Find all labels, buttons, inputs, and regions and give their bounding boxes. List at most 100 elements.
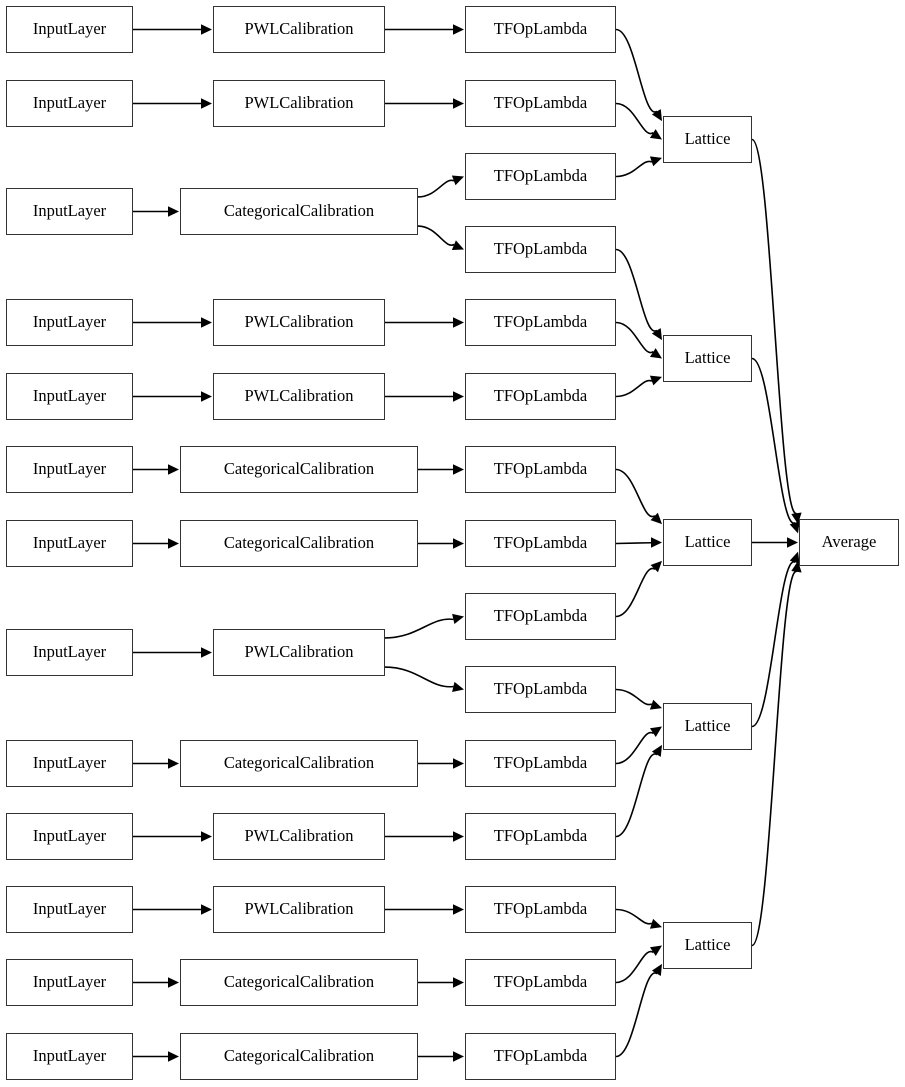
arrowhead-op6-to-lat2 xyxy=(649,375,662,386)
arrowhead-lat3-to-avg xyxy=(787,537,798,548)
node-op6: TFOpLambda xyxy=(465,373,616,420)
node-in2: InputLayer xyxy=(6,80,133,127)
arrowhead-cal13-to-op15 xyxy=(453,1051,464,1062)
arrowhead-cal7-to-op8 xyxy=(453,538,464,549)
arrowhead-in3-to-cal3 xyxy=(168,206,179,217)
arrowhead-cal9-to-op11 xyxy=(453,758,464,769)
arrowhead-in6-to-cal6 xyxy=(168,464,179,475)
node-in3: InputLayer xyxy=(6,188,133,235)
arrowhead-cal8-to-op9 xyxy=(452,613,464,624)
edge-lat2-to-avg xyxy=(751,357,796,524)
arrowhead-cal1-to-op1 xyxy=(453,24,464,35)
node-in11: InputLayer xyxy=(6,886,133,933)
arrowhead-op9-to-lat3 xyxy=(650,560,662,573)
edge-lat1-to-avg xyxy=(751,138,798,515)
node-cal4: PWLCalibration xyxy=(213,299,385,346)
node-op11: TFOpLambda xyxy=(465,740,616,787)
arrowhead-op12-to-lat4 xyxy=(651,744,662,757)
arrowhead-op4-to-lat2 xyxy=(651,328,662,341)
arrowhead-cal5-to-op6 xyxy=(453,391,464,402)
node-op2: TFOpLambda xyxy=(465,80,616,127)
arrowhead-in5-to-cal5 xyxy=(201,391,212,402)
edge-cal3-to-op4 xyxy=(417,225,455,246)
arrowhead-op15-to-lat5 xyxy=(651,963,662,976)
node-lat4: Lattice xyxy=(663,703,752,750)
arrowhead-in10-to-cal10 xyxy=(201,831,212,842)
node-cal12: CategoricalCalibration xyxy=(180,959,418,1006)
arrowhead-cal8-to-op10 xyxy=(452,681,464,693)
node-cal2: PWLCalibration xyxy=(213,80,385,127)
arrowhead-in4-to-cal4 xyxy=(201,317,212,328)
node-op15: TFOpLambda xyxy=(465,1033,616,1080)
node-op3: TFOpLambda xyxy=(465,153,616,200)
arrowhead-in11-to-cal11 xyxy=(201,904,212,915)
node-op4: TFOpLambda xyxy=(465,226,616,273)
arrowhead-cal2-to-op2 xyxy=(453,98,464,109)
node-cal8: PWLCalibration xyxy=(213,629,385,676)
node-op8: TFOpLambda xyxy=(465,520,616,567)
edge-cal3-to-op3 xyxy=(417,179,455,198)
node-op10: TFOpLambda xyxy=(465,666,616,713)
arrowhead-cal12-to-op14 xyxy=(453,977,464,988)
node-in5: InputLayer xyxy=(6,373,133,420)
edge-op9-to-lat3 xyxy=(615,567,656,618)
node-op14: TFOpLambda xyxy=(465,959,616,1006)
arrowhead-op10-to-lat4 xyxy=(649,699,662,710)
edge-cal8-to-op9 xyxy=(384,618,454,639)
arrowhead-op5-to-lat2 xyxy=(649,348,662,359)
node-cal3: CategoricalCalibration xyxy=(180,188,418,235)
edge-op13-to-lat5 xyxy=(615,908,653,925)
edge-op4-to-lat2 xyxy=(615,248,658,332)
node-lat1: Lattice xyxy=(663,116,752,163)
node-op7: TFOpLambda xyxy=(465,446,616,493)
node-in1: InputLayer xyxy=(6,6,133,53)
node-op12: TFOpLambda xyxy=(465,813,616,860)
node-op1: TFOpLambda xyxy=(465,6,616,53)
arrowhead-in7-to-cal7 xyxy=(168,538,179,549)
node-op13: TFOpLambda xyxy=(465,886,616,933)
node-cal5: PWLCalibration xyxy=(213,373,385,420)
edge-op6-to-lat2 xyxy=(615,379,653,398)
edge-op8-to-lat3 xyxy=(615,541,652,545)
node-in10: InputLayer xyxy=(6,813,133,860)
node-lat5: Lattice xyxy=(663,922,752,969)
node-in4: InputLayer xyxy=(6,299,133,346)
node-in6: InputLayer xyxy=(6,446,133,493)
edge-op3-to-lat1 xyxy=(615,160,653,178)
node-cal7: CategoricalCalibration xyxy=(180,520,418,567)
edge-lat4-to-avg xyxy=(751,561,796,728)
arrowhead-op11-to-lat4 xyxy=(649,726,662,737)
node-op9: TFOpLambda xyxy=(465,593,616,640)
arrowhead-cal3-to-op3 xyxy=(451,175,464,186)
edge-op11-to-lat4 xyxy=(615,731,654,765)
node-lat3: Lattice xyxy=(663,519,752,566)
node-in12: InputLayer xyxy=(6,959,133,1006)
arrowhead-cal11-to-op13 xyxy=(453,904,464,915)
node-cal9: CategoricalCalibration xyxy=(180,740,418,787)
node-in9: InputLayer xyxy=(6,740,133,787)
node-cal1: PWLCalibration xyxy=(213,6,385,53)
arrowhead-in9-to-cal9 xyxy=(168,758,179,769)
edge-op2-to-lat1 xyxy=(615,102,654,135)
arrowhead-cal10-to-op12 xyxy=(453,831,464,842)
arrowhead-in13-to-cal13 xyxy=(168,1051,179,1062)
node-in7: InputLayer xyxy=(6,520,133,567)
node-in13: InputLayer xyxy=(6,1033,133,1080)
arrowhead-op1-to-lat1 xyxy=(651,109,662,122)
arrowhead-cal3-to-op4 xyxy=(451,240,464,250)
arrowhead-in1-to-cal1 xyxy=(201,24,212,35)
edge-op12-to-lat4 xyxy=(615,753,658,838)
arrowhead-op7-to-lat3 xyxy=(650,512,662,525)
edge-op14-to-lat5 xyxy=(615,950,654,984)
node-cal11: PWLCalibration xyxy=(213,886,385,933)
arrowhead-in2-to-cal2 xyxy=(201,98,212,109)
edge-op15-to-lat5 xyxy=(615,972,658,1058)
edge-lat5-to-avg xyxy=(751,570,798,947)
node-cal13: CategoricalCalibration xyxy=(180,1033,418,1080)
arrowhead-in12-to-cal12 xyxy=(168,977,179,988)
node-avg: Average xyxy=(799,519,899,566)
node-in8: InputLayer xyxy=(6,629,133,676)
node-cal10: PWLCalibration xyxy=(213,813,385,860)
edge-op5-to-lat2 xyxy=(615,321,654,354)
